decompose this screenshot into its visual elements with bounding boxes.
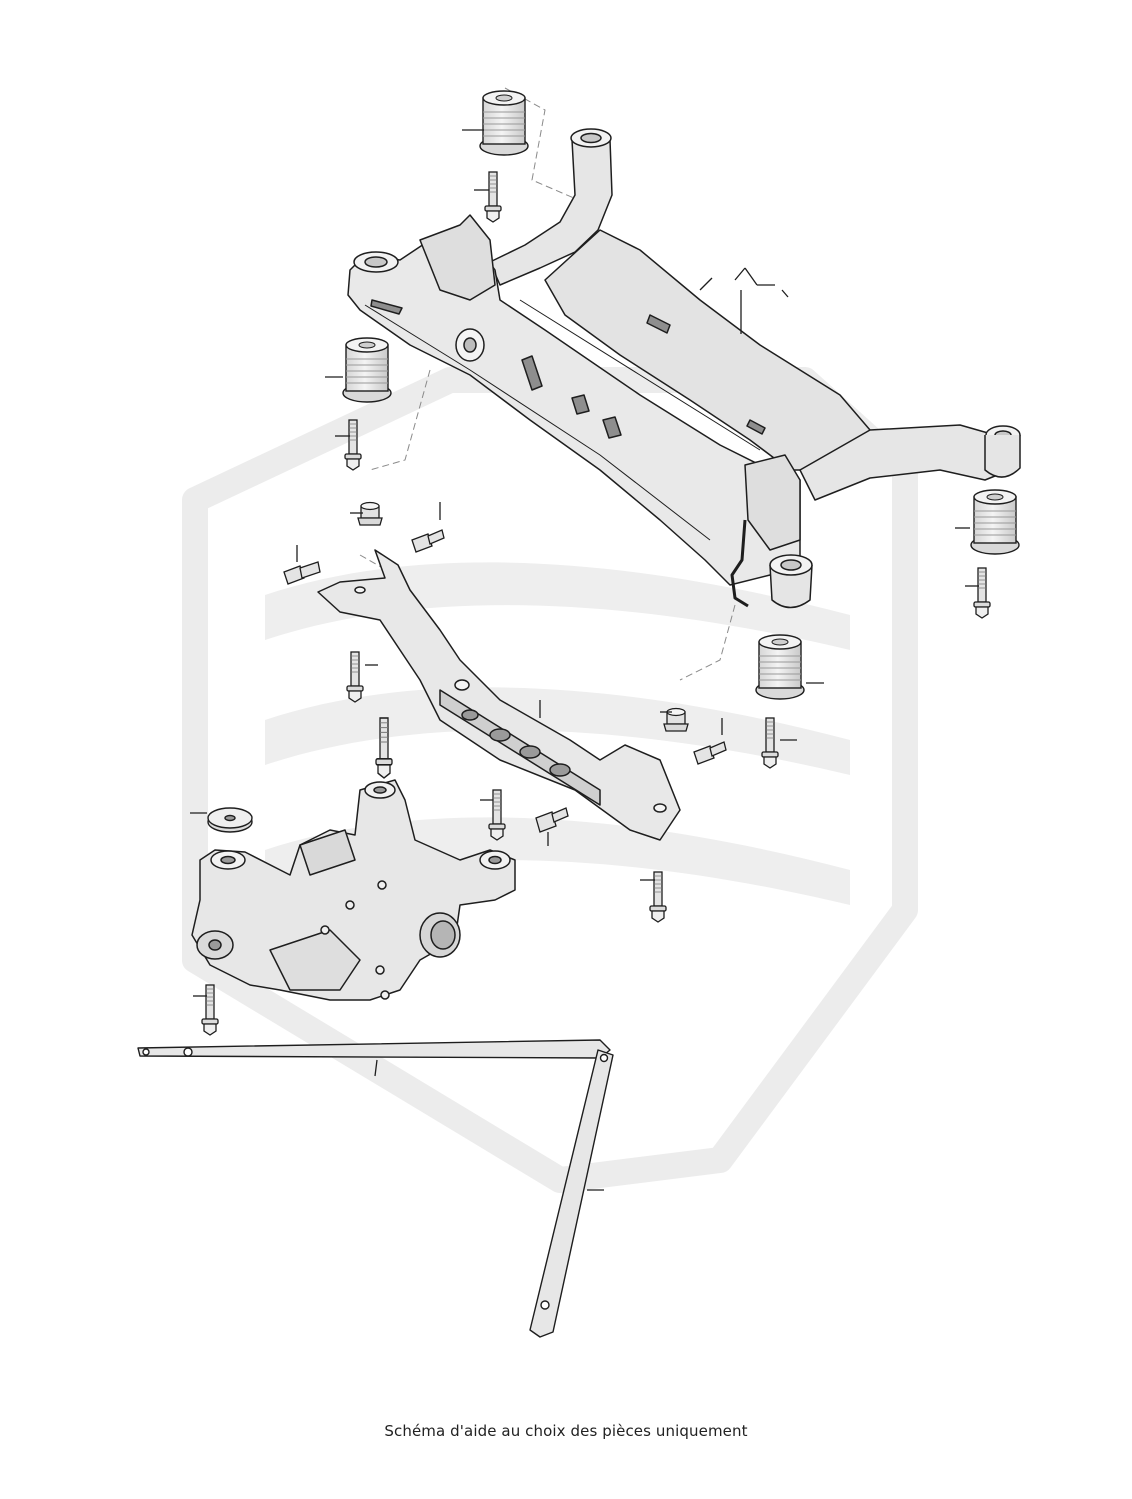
short-bolt	[283, 529, 727, 833]
bolt	[201, 984, 219, 1036]
subframe-bushing-front-left	[342, 337, 392, 403]
bolt	[346, 651, 364, 703]
subframe-bushing-front-right	[755, 634, 805, 700]
nut	[357, 501, 383, 526]
tie-bar-left	[137, 1039, 611, 1059]
subframe-bushing-rear-right	[970, 489, 1020, 555]
subframe-crossmember	[347, 128, 1021, 609]
leader-lines	[190, 129, 979, 1191]
bolt	[484, 171, 502, 223]
differential-carrier-bracket	[317, 549, 681, 841]
rear-differential	[191, 779, 516, 1001]
mount-washer	[207, 807, 253, 833]
diagram-caption: Schéma d'aide au choix des pièces unique…	[384, 1422, 748, 1440]
bolt	[973, 567, 991, 619]
bolt	[488, 789, 506, 841]
tie-bar-right	[529, 1049, 614, 1338]
subframe-bushing-rear-left	[479, 90, 529, 156]
